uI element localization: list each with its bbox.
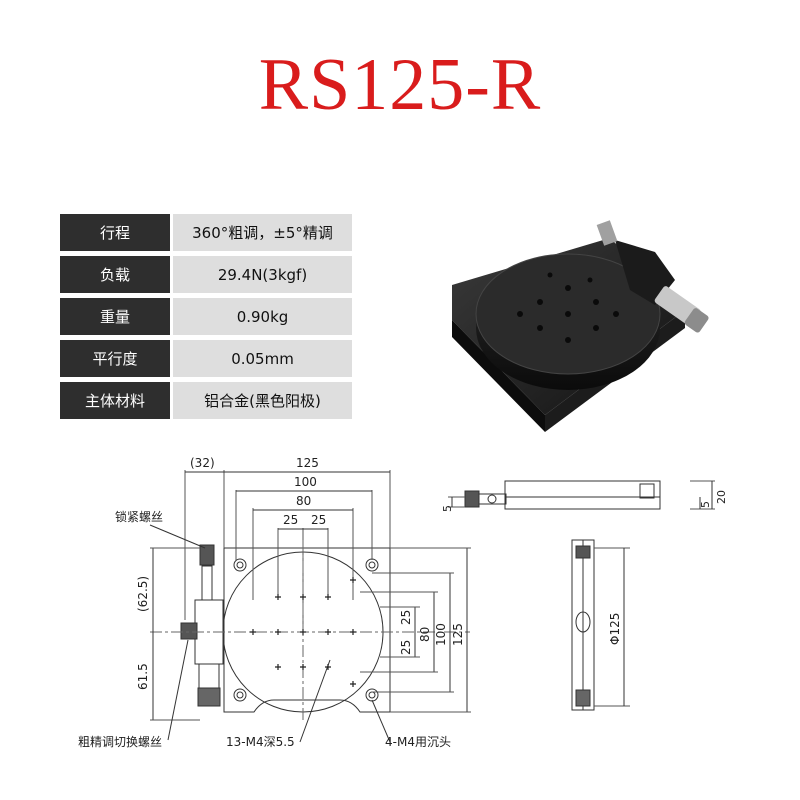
lock-knob (596, 220, 618, 246)
side-dim-5: 5 (441, 505, 454, 512)
top-view-body (223, 547, 391, 713)
callout-tapped-holes: 13-M4深5.5 (226, 735, 295, 749)
spec-value: 29.4N(3kgf) (173, 256, 352, 293)
spec-row-material: 主体材料 铝合金(黑色阳极) (60, 382, 352, 419)
spec-value: 0.90kg (173, 298, 352, 335)
callout-counterbore: 4-M4用沉头 (385, 735, 451, 749)
spec-label: 平行度 (60, 340, 170, 377)
table-holes (517, 272, 619, 343)
side-dim-5b: 5 (699, 501, 712, 508)
dim-right-25a: 25 (399, 610, 413, 625)
spec-row-weight: 重量 0.90kg (60, 298, 352, 335)
spec-label: 行程 (60, 214, 170, 251)
technical-drawing: (32) 125 100 80 25 25 (62.5) 61.5 25 25 … (78, 456, 728, 749)
side-view-knob (464, 490, 480, 508)
dim-right-25b: 25 (399, 640, 413, 655)
spec-row-load: 负载 29.4N(3kgf) (60, 256, 352, 293)
spec-row-parallelism: 平行度 0.05mm (60, 340, 352, 377)
dim-top-25b: 25 (311, 513, 326, 527)
spec-value: 铝合金(黑色阳极) (173, 382, 352, 419)
dim-top-80: 80 (296, 494, 311, 508)
spec-row-travel: 行程 360°粗调，±5°精调 (60, 214, 352, 251)
spec-value: 360°粗调，±5°精调 (173, 214, 352, 251)
lock-screw (199, 544, 215, 566)
spec-label: 主体材料 (60, 382, 170, 419)
dim-left-62-5: (62.5) (136, 576, 150, 612)
dim-right-100: 100 (434, 623, 448, 646)
dim-top-32: (32) (190, 456, 215, 470)
micrometer-thimble (684, 308, 709, 333)
spec-table: 行程 360°粗调，±5°精调 负载 29.4N(3kgf) 重量 0.90kg… (60, 214, 352, 424)
dim-right-80: 80 (418, 627, 432, 642)
spec-label: 负载 (60, 256, 170, 293)
dim-left-61-5: 61.5 (136, 663, 150, 690)
spec-value: 0.05mm (173, 340, 352, 377)
callout-lock-screw: 锁紧螺丝 (115, 509, 163, 524)
dim-top-100: 100 (294, 475, 317, 489)
side-dim-20: 20 (715, 490, 728, 504)
tapped-holes (250, 577, 356, 687)
base-plate-side (452, 320, 545, 432)
switch-screw (180, 622, 198, 640)
callout-switch-screw: 粗精调切换螺丝 (78, 735, 162, 749)
adjuster-block (615, 240, 675, 305)
dim-top-125: 125 (296, 456, 319, 470)
dim-right-125: 125 (451, 623, 465, 646)
dim-top-25a: 25 (283, 513, 298, 527)
product-title: RS125-R (258, 44, 542, 126)
product-photo (452, 220, 709, 432)
end-dim-diameter: Φ125 (608, 613, 622, 645)
spec-label: 重量 (60, 298, 170, 335)
side-view-body (504, 480, 661, 510)
